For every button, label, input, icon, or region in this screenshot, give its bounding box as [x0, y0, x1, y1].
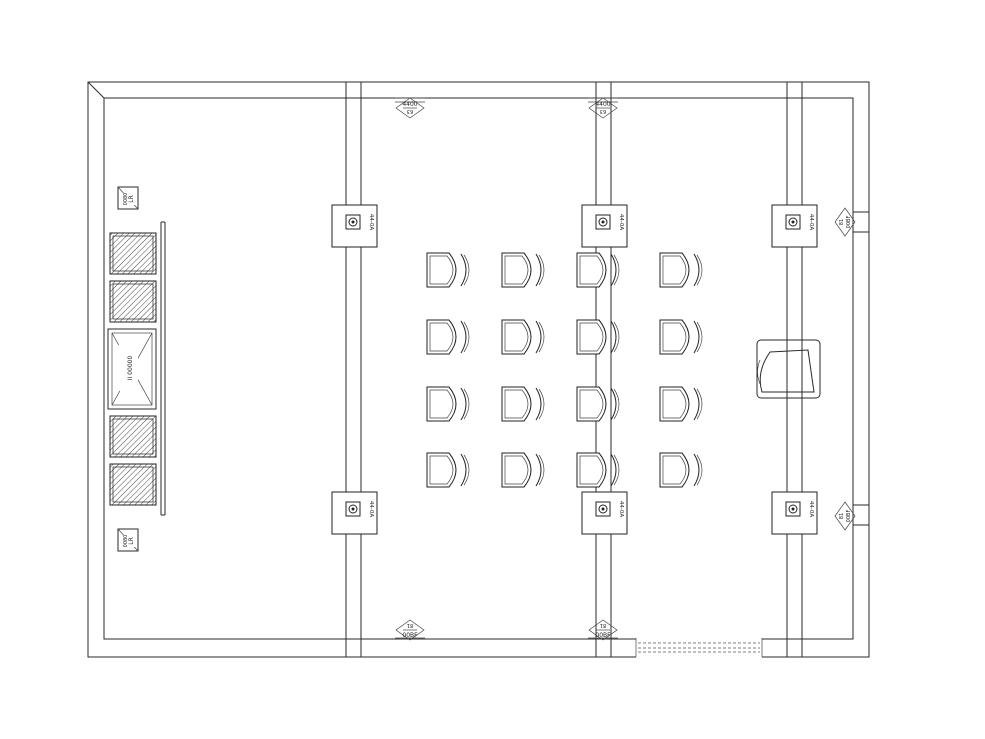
seat: [576, 452, 620, 488]
side-marker-bottom-sub: 0080: [123, 535, 129, 548]
right-marker-2-sub: 81: [839, 513, 845, 519]
speaker-cabinet: [109, 232, 157, 275]
projector-unit: [756, 339, 821, 399]
top-marker-1-sub: 63: [407, 108, 413, 114]
seat: [501, 319, 545, 355]
bottom-marker-2: 81 00BF: [588, 619, 618, 641]
right-marker-2-code: 00BF: [846, 510, 852, 523]
audience-seating: [426, 252, 703, 488]
seat: [659, 452, 703, 488]
outer-walls: [87, 81, 870, 658]
bottom-marker-1-sub: 81: [407, 622, 413, 628]
speaker-label: 44-0A: [808, 214, 814, 230]
right-marker-1-sub: 81: [839, 219, 845, 225]
ceiling-speakers: 44-0A 44-0A 44-0A 44-0A 44-0A 44-0A: [331, 204, 818, 535]
ceiling-speaker: 44-0A: [771, 204, 818, 248]
bottom-marker-2-sub: 81: [600, 622, 606, 628]
seat: [576, 319, 620, 355]
screen-wall: [160, 221, 166, 516]
ceiling-speaker: 44-0A: [771, 491, 818, 535]
speaker-label: 44-0A: [368, 214, 374, 230]
seat: [426, 452, 470, 488]
seat: [501, 452, 545, 488]
speaker-label: 44-0A: [368, 501, 374, 517]
speaker-cabinet: [109, 280, 157, 323]
entrance-opening: [635, 638, 763, 658]
side-marker-top: LR 0080: [117, 186, 139, 210]
seat: [576, 386, 620, 422]
ceiling-speaker: 44-0A: [331, 204, 378, 248]
front-speaker-cabinets: [109, 232, 157, 506]
speaker-label: 44-0A: [808, 501, 814, 517]
ceiling-speaker: 44-0A: [581, 491, 628, 535]
speaker-cabinet: [109, 415, 157, 458]
speaker-label: 44-0A: [618, 501, 624, 517]
seat: [659, 319, 703, 355]
top-marker-2-sub: 63: [600, 108, 606, 114]
side-marker-bottom: LR 0080: [117, 528, 139, 552]
speaker-cabinet: [109, 463, 157, 506]
top-marker-1: 4400 63: [395, 97, 425, 119]
top-marker-1-code: 4400: [402, 101, 417, 108]
center-display-unit: II 00000: [107, 328, 157, 410]
side-marker-top-sub: 0080: [123, 193, 129, 206]
speaker-label: 44-0A: [618, 214, 624, 230]
seat: [501, 386, 545, 422]
seat: [659, 386, 703, 422]
right-marker-1-code: 00BF: [846, 216, 852, 229]
seat: [576, 252, 620, 288]
right-marker-2: 00BF 81: [834, 501, 870, 531]
bottom-marker-2-code: 00BF: [595, 632, 611, 639]
ceiling-speaker: 44-0A: [331, 491, 378, 535]
structural-bands: [345, 82, 803, 657]
seat: [659, 252, 703, 288]
side-marker-bottom-code: LR: [128, 537, 135, 545]
seat: [426, 319, 470, 355]
seat: [426, 386, 470, 422]
screen-label: II 00000: [127, 356, 134, 381]
seat: [501, 252, 545, 288]
bottom-marker-1: 81 00BF: [395, 619, 425, 641]
right-marker-1: 00BF 81: [834, 207, 870, 237]
side-marker-top-code: LR: [128, 195, 135, 203]
ceiling-speaker: 44-0A: [581, 204, 628, 248]
seat: [426, 252, 470, 288]
bottom-marker-1-code: 00BF: [402, 632, 418, 639]
top-marker-2-code: 4400: [595, 101, 610, 108]
top-marker-2: 4400 63: [588, 97, 618, 119]
